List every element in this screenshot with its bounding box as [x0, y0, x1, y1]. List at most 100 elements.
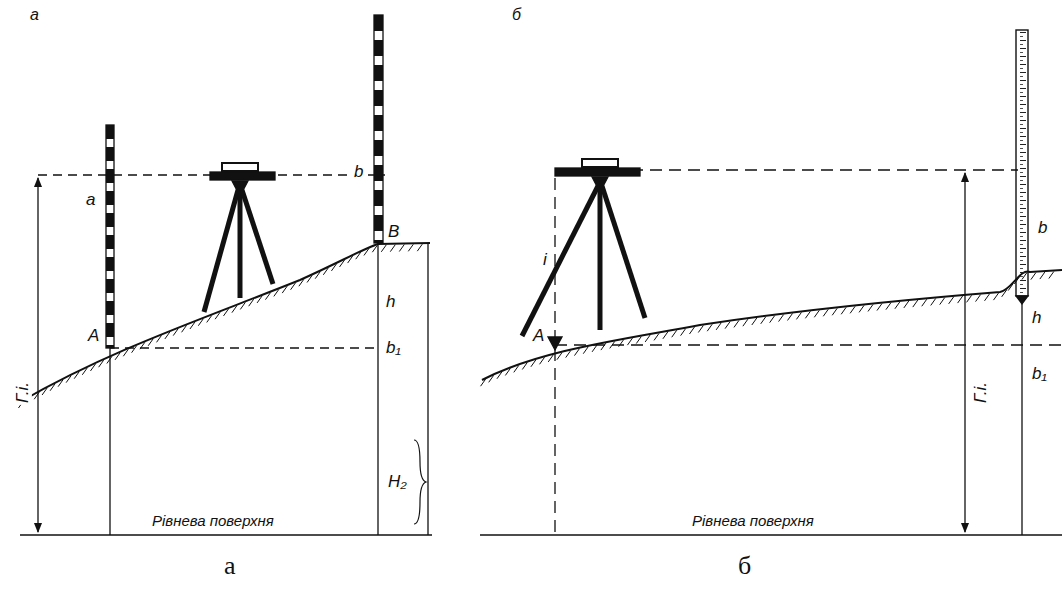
hatch-stroke [805, 311, 810, 318]
point-name: B [386, 222, 401, 241]
rod-reading: a [84, 190, 97, 209]
hatch-stroke [895, 302, 900, 309]
hatch-stroke [58, 380, 63, 387]
hatch-stroke [173, 329, 178, 336]
hatch-stroke [707, 324, 712, 331]
hatch-stroke [788, 313, 793, 320]
hatch-stroke [958, 296, 963, 303]
instrument-height: i [541, 250, 549, 269]
hatch-stroke [574, 349, 579, 356]
hatch-stroke [931, 298, 936, 305]
horizon-label: Г.і. [13, 380, 32, 405]
hatch-stroke [215, 312, 220, 319]
hatch-stroke [123, 349, 128, 356]
hatch-stroke [601, 343, 606, 350]
panel-letter: а [28, 6, 41, 24]
hatch-stroke [663, 332, 668, 339]
hatch-stroke [50, 384, 55, 391]
hatch-stroke [850, 306, 855, 313]
hatch-stroke [859, 305, 864, 312]
hatch-stroke [249, 299, 254, 306]
hatch-stroke [796, 312, 801, 319]
point-name: A [531, 326, 546, 345]
hatch-stroke [566, 351, 571, 358]
hatch-stroke [157, 335, 162, 342]
elevation-label: H₂ [386, 472, 409, 491]
hatch-stroke [770, 316, 775, 323]
figure-letter: б [736, 552, 753, 580]
hatch-stroke [949, 297, 954, 304]
hatch-stroke [66, 376, 71, 383]
hatch-stroke [265, 293, 270, 300]
hatch-stroke [627, 338, 632, 345]
hatch-stroke [592, 345, 597, 352]
hatch-stroke [1008, 284, 1013, 291]
hatch-stroke [761, 317, 766, 324]
hatch-stroke [417, 244, 422, 251]
hatch-stroke [583, 347, 588, 354]
hatch-stroke [132, 346, 137, 353]
hatch-stroke [743, 319, 748, 326]
hatch-stroke [540, 357, 545, 364]
hatch-stroke [372, 245, 377, 252]
hatch-stroke [240, 302, 245, 309]
hatch-stroke [34, 392, 39, 399]
hatch-stroke [832, 308, 837, 315]
rod-reading: b [1036, 218, 1049, 237]
hatch-stroke [99, 360, 104, 367]
hatch-stroke [232, 306, 237, 313]
horizon-label: Г.і. [971, 380, 990, 405]
level-mark: b₁ [1030, 364, 1049, 383]
hatch-stroke [115, 353, 120, 360]
level-surface-label: Рівнева поверхня [150, 512, 276, 529]
height-difference: h [1030, 308, 1043, 327]
hatch-stroke [1049, 272, 1054, 279]
hatch-stroke [976, 295, 981, 302]
panel-letter: б [510, 6, 523, 24]
level-mark: b₁ [384, 338, 403, 357]
hatch-stroke [904, 301, 909, 308]
hatch-stroke [165, 332, 170, 339]
hatch-stroke [531, 360, 536, 367]
height-difference: h [384, 292, 397, 311]
hatch-stroke [913, 300, 918, 307]
hatch-stroke [323, 268, 328, 275]
hatch-stroke [348, 256, 353, 263]
hatch-stroke [967, 295, 972, 302]
hatch-stroke [672, 330, 677, 337]
hatch-stroke [489, 375, 494, 382]
hatch-stroke [182, 325, 187, 332]
hatch-stroke [698, 326, 703, 333]
hatch-stroke [868, 304, 873, 311]
hatch-stroke [922, 299, 927, 306]
hatch-stroke [74, 372, 79, 379]
hatch-stroke [689, 327, 694, 334]
hatch-stroke [886, 303, 891, 310]
hatch-stroke [364, 248, 369, 255]
hatch-stroke [940, 298, 945, 305]
hatch-stroke [399, 244, 404, 251]
hatch-stroke [140, 342, 145, 349]
hatch-stroke [1002, 290, 1007, 297]
hatch-stroke [725, 322, 730, 329]
hatch-stroke [190, 322, 195, 329]
hatch-stroke [548, 355, 553, 362]
hatch-stroke [993, 293, 998, 300]
hatch-stroke [1031, 273, 1036, 280]
hatch-stroke [1022, 273, 1027, 280]
hatch-stroke [752, 318, 757, 325]
hatch-stroke [497, 372, 502, 379]
hatch-stroke [257, 296, 262, 303]
hatch-stroke [1040, 272, 1045, 279]
hatch-stroke [557, 353, 562, 360]
hatch-stroke [282, 286, 287, 293]
hatch-stroke [224, 309, 229, 316]
hatch-stroke [814, 310, 819, 317]
hatch-stroke [654, 333, 659, 340]
hatch-stroke [315, 272, 320, 279]
hatch-stroke [307, 275, 312, 282]
hatch-stroke [331, 264, 336, 271]
hatch-stroke [645, 335, 650, 342]
figure-letter: а [222, 552, 238, 580]
